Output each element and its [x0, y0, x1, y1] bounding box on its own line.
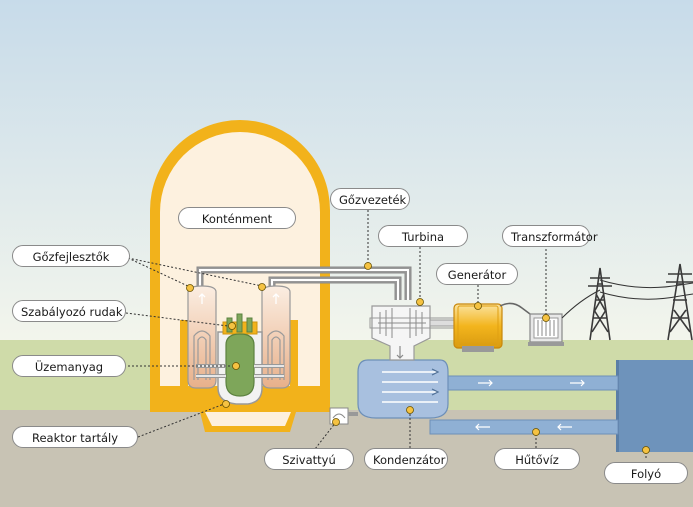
cooling-water-pipes — [429, 375, 619, 435]
reactor-vessel — [217, 313, 263, 405]
label-turbina: Turbina — [378, 225, 468, 247]
label-reaktor-tartaly: Reaktor tartály — [12, 426, 138, 448]
power-lines — [561, 279, 693, 319]
label-generator: Generátor — [436, 263, 518, 285]
label-markers — [186, 262, 650, 454]
steam-generators — [187, 285, 291, 389]
generator — [453, 303, 503, 352]
label-gozfejlesztok: Gőzfejlesztők — [12, 245, 130, 267]
river-edge — [616, 360, 619, 452]
label-szabalyozo-rudak: Szabályozó rudak — [12, 300, 126, 322]
sky — [0, 0, 693, 350]
fuel-core — [225, 333, 255, 397]
label-folyo: Folyó — [604, 462, 688, 484]
label-gozvezetek: Gőzvezeték — [330, 188, 410, 210]
label-kondenzator: Kondenzátor — [364, 448, 448, 470]
river — [618, 360, 693, 452]
turbine — [369, 305, 461, 361]
label-kontenment: Konténment — [178, 207, 296, 229]
label-uzemanyag: Üzemanyag — [12, 355, 126, 377]
label-szivattyu: Szivattyú — [264, 448, 354, 470]
label-transzformator: Transzformátor — [502, 225, 598, 247]
pylons — [588, 263, 693, 341]
label-hutoviz: Hűtővíz — [494, 448, 580, 470]
condenser — [357, 359, 449, 419]
